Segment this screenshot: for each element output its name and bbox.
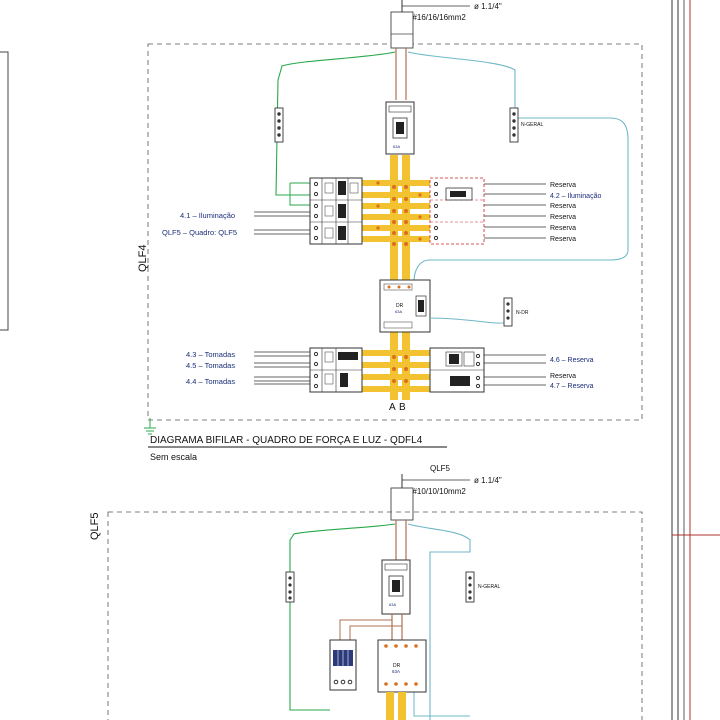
qdfl4-panel-side-label: QLF4 — [137, 244, 149, 272]
qdfl4-feed-conduit-label: ø 1.1/4" — [474, 2, 502, 11]
qdfl4-right-breakers-bottom — [429, 347, 485, 393]
qlf5-feed-entry — [390, 487, 414, 521]
qdfl4-right-circuit-7: 4.6 – Reserva — [550, 357, 594, 364]
qdfl4-right-circuit-3: Reserva — [550, 203, 576, 210]
qdfl4-feed-cable-label: 2#16/16/16mm2 — [408, 13, 466, 22]
qdfl4-ground-bar-left — [274, 107, 284, 143]
qdfl4-reserve-slots — [429, 177, 485, 245]
qdfl4-right-circuit-6: Reserva — [550, 236, 576, 243]
qdfl4-right-circuit-4: Reserva — [550, 214, 576, 221]
qlf5-ground-bar-left — [285, 571, 295, 603]
sheet-left-border — [0, 51, 9, 331]
qlf5-diagram: QLF5 ø 1.1/4" 2#10/10/10mm2 QLF5 N-GERAL — [89, 464, 643, 720]
qdfl4-dr-ground-bar: N-DR — [429, 297, 529, 327]
qdfl4-phase-b-label: B — [399, 402, 406, 413]
qlf5-dr-label: DR — [393, 663, 401, 669]
qdfl4-right-circuit-9: 4.7 – Reserva — [550, 383, 594, 390]
qdfl4-left-breakers-bottom — [309, 347, 363, 393]
qdfl4-dr-ground-label: N-DR — [516, 310, 529, 316]
qdfl4-main-breaker: 63A — [385, 101, 415, 155]
qlf5-dr-rating: 63A — [392, 669, 400, 674]
qdfl4-left-circuit-1: 4.1 – Iluminação — [180, 211, 235, 220]
qdfl4-dr-label: DR — [396, 303, 404, 309]
qdfl4-right-circuit-5: Reserva — [550, 225, 576, 232]
qdfl4-left-circuit-4: 4.5 – Tomadas — [186, 361, 235, 370]
qlf5-busbar-b — [398, 692, 406, 720]
qdfl4-right-circuit-8: Reserva — [550, 373, 576, 380]
qdfl4-dr-device: DR 63A — [379, 279, 431, 333]
qdfl4-neutral-bar: N-GERAL — [509, 107, 543, 143]
qdfl4-left-lines-top — [254, 211, 310, 235]
qlf5-feed-conduit-label: ø 1.1/4" — [474, 476, 502, 485]
qdfl4-busbar-branches-bottom — [362, 350, 430, 392]
qdfl4-left-circuit-2: QLF5 – Quadro: QLF5 — [162, 228, 237, 237]
qdfl4-left-breakers-top — [309, 177, 363, 245]
qdfl4-busbar-branches-top — [362, 180, 430, 242]
ground-icon — [144, 418, 156, 435]
qlf5-neutral-wire — [407, 523, 471, 720]
qdfl4-neutral-bar-label: N-GERAL — [521, 122, 543, 128]
qlf5-main-breaker: 63A — [381, 559, 411, 615]
qdfl4-ground-wire-branch — [289, 182, 310, 206]
qdfl4-right-lines-top — [484, 183, 546, 239]
qdfl4-left-circuit-3: 4.3 – Tomadas — [186, 350, 235, 359]
qdfl4-feed-entry — [390, 11, 414, 49]
qdfl4-right-circuit-2: 4.2 – Iluminação — [550, 193, 601, 200]
qlf5-busbar-a — [386, 692, 394, 720]
qlf5-main-breaker-rating: 63A — [389, 602, 396, 607]
qdfl4-right-circuit-1: Reserva — [550, 182, 576, 189]
qlf5-feed-cable-label: 2#10/10/10mm2 — [408, 487, 466, 496]
qdfl4-left-circuit-5: 4.4 – Tomadas — [186, 377, 235, 386]
qlf5-feed-label: QLF5 — [430, 464, 451, 473]
qlf5-neutral-bar: N-GERAL — [465, 571, 500, 603]
qdfl4-subtitle: Sem escala — [150, 452, 197, 462]
qdfl4-neutral-wire — [407, 51, 629, 283]
qdfl4-title: DIAGRAMA BIFILAR - QUADRO DE FORÇA E LUZ… — [150, 435, 423, 446]
qdfl4-busbar-dots-top — [376, 181, 422, 246]
qdfl4-busbar-dots-bottom — [392, 355, 408, 383]
qdfl4-left-lines-bottom — [254, 351, 310, 385]
qdfl4-ground-wire — [275, 51, 396, 196]
qlf5-wire-to-contactor — [339, 619, 402, 640]
qlf5-panel-side-label: QLF5 — [89, 512, 101, 540]
qlf5-dr-device: DR 63A — [377, 639, 427, 693]
qlf5-ground-wire — [289, 523, 396, 711]
qlf5-neutral-wire-2 — [413, 690, 470, 717]
qdfl4-dr-rating: 63A — [395, 309, 402, 314]
qdfl4-main-breaker-rating: 63A — [393, 144, 400, 149]
qdfl4-diagram: ø 1.1/4" 2#16/16/16mm2 N-GERAL — [137, 0, 643, 462]
qlf5-enclosure — [107, 511, 643, 720]
qdfl4-right-lines-bottom — [484, 354, 546, 386]
qlf5-neutral-bar-label: N-GERAL — [478, 584, 500, 590]
qdfl4-phase-a-label: A — [389, 402, 396, 413]
qlf5-contactor — [329, 639, 357, 691]
